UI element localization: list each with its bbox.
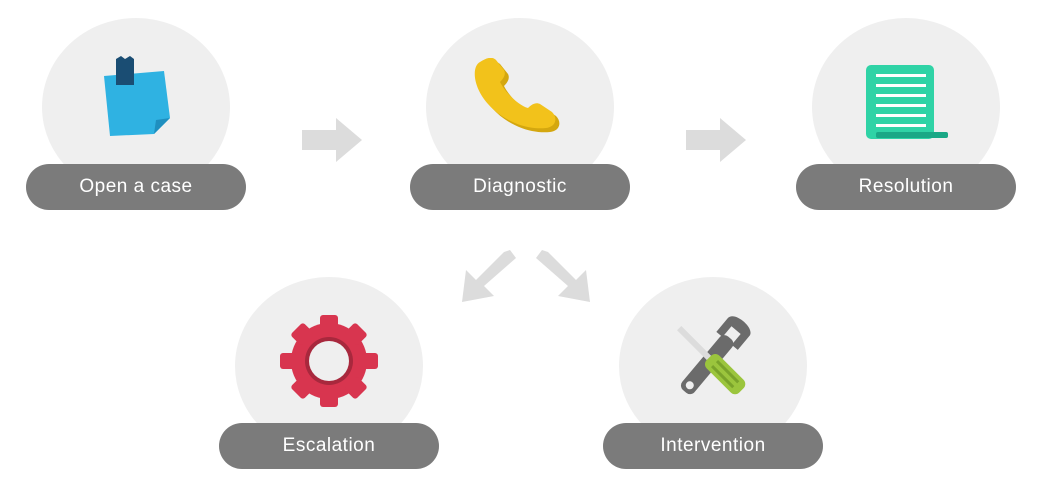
step-label: Diagnostic (410, 164, 630, 210)
arrow-right-icon (686, 118, 746, 162)
arrow-right-icon (302, 118, 362, 162)
step-resolution: Resolution (796, 18, 1016, 218)
step-intervention: Intervention (603, 277, 823, 477)
wrench-screwdriver-icon (677, 316, 751, 395)
sticky-note-icon (104, 56, 170, 136)
step-label: Resolution (796, 164, 1016, 210)
arrow-down-right-icon (536, 250, 590, 302)
gear-icon (280, 315, 378, 407)
document-icon (866, 65, 948, 139)
step-label: Open a case (26, 164, 246, 210)
step-open-a-case: Open a case (26, 18, 246, 218)
step-label: Escalation (219, 423, 439, 469)
phone-icon (474, 58, 560, 133)
step-label: Intervention (603, 423, 823, 469)
step-diagnostic: Diagnostic (410, 18, 630, 218)
step-escalation: Escalation (219, 277, 439, 477)
arrow-down-left-icon (462, 250, 516, 302)
